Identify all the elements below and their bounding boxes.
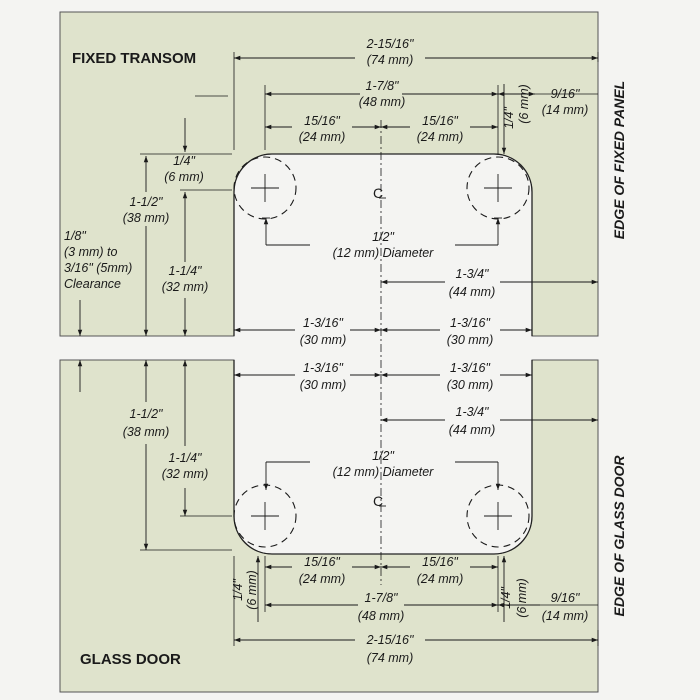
edge-glass-door-label: EDGE OF GLASS DOOR [611, 455, 627, 617]
top-half-left-mm: (24 mm) [299, 130, 346, 144]
hole-bottom-left [233, 484, 297, 548]
bottom-height-in: 1-1/4" [169, 451, 202, 465]
top-bottom-right-mm: (30 mm) [447, 333, 494, 347]
top-half-left-in: 15/16" [304, 114, 340, 128]
top-diameter-in: 1/2" [372, 230, 394, 244]
bottom-height-big-in: 1-1/2" [130, 407, 163, 421]
clearance-line-4: Clearance [64, 277, 121, 291]
bottom-top-left-mm: (30 mm) [300, 378, 347, 392]
bottom-top-right-mm: (30 mm) [447, 378, 494, 392]
top-small-mm: (6 mm) [517, 84, 531, 124]
transom-cutout-outline [233, 153, 533, 336]
bottom-small-left-in: 1/4" [231, 579, 245, 601]
top-edge-dist-mm: (44 mm) [449, 285, 496, 299]
bottom-half-left-mm: (24 mm) [299, 572, 346, 586]
bottom-height-mm: (32 mm) [162, 467, 209, 481]
clearance-line-1: 1/8" [64, 229, 86, 243]
centerline-symbol-top: C [373, 185, 386, 201]
bottom-small-right-mm: (6 mm) [515, 578, 529, 618]
bottom-diameter-mm: (12 mm) Diameter [333, 465, 435, 479]
fixed-transom-title: FIXED TRANSOM [72, 50, 196, 67]
top-bottom-left-in: 1-3/16" [303, 316, 343, 330]
top-bottom-right-in: 1-3/16" [450, 316, 490, 330]
bottom-edge-offset-in: 9/16" [551, 591, 580, 605]
bottom-half-left-in: 15/16" [304, 555, 340, 569]
bottom-span-mm: (48 mm) [358, 609, 405, 623]
bottom-small-right-in: 1/4" [499, 587, 513, 609]
svg-text:C: C [373, 493, 383, 509]
glass-door-title: GLASS DOOR [80, 651, 181, 668]
top-span-in: 1-7/8" [366, 79, 399, 93]
svg-text:C: C [373, 185, 383, 201]
top-dimension-lines [77, 52, 599, 336]
top-overall-mm: (74 mm) [367, 53, 414, 67]
bottom-dimension-lines [77, 360, 599, 646]
bottom-height-big-mm: (38 mm) [123, 425, 170, 439]
top-height-big-mm: (38 mm) [123, 211, 170, 225]
bottom-span-in: 1-7/8" [365, 591, 398, 605]
top-edge-dist-in: 1-3/4" [456, 267, 489, 281]
top-height-mm: (32 mm) [162, 280, 209, 294]
hole-top-right [466, 156, 530, 220]
bottom-edge-dist-in: 1-3/4" [456, 405, 489, 419]
bottom-dimension-labels: 1-3/16" (30 mm) 1-3/16" (30 mm) 1-3/4" (… [123, 361, 589, 665]
bottom-overall-mm: (74 mm) [367, 651, 414, 665]
bottom-half-right-in: 15/16" [422, 555, 458, 569]
bottom-edge-dist-mm: (44 mm) [449, 423, 496, 437]
centerline-symbol-bottom: C [373, 493, 386, 509]
hole-top-left [233, 156, 297, 220]
top-left-small-mm: (6 mm) [164, 170, 204, 184]
top-height-big-in: 1-1/2" [130, 195, 163, 209]
bottom-edge-offset-mm: (14 mm) [542, 609, 589, 623]
door-cutout-outline [233, 360, 533, 555]
bottom-top-right-in: 1-3/16" [450, 361, 490, 375]
top-left-small-in: 1/4" [173, 154, 195, 168]
bottom-overall-in: 2-15/16" [366, 633, 414, 647]
top-edge-offset-mm: (14 mm) [542, 103, 589, 117]
bottom-top-left-in: 1-3/16" [303, 361, 343, 375]
clearance-line-3: 3/16" (5mm) [64, 261, 132, 275]
clearance-line-2: (3 mm) to [64, 245, 118, 259]
top-half-right-mm: (24 mm) [417, 130, 464, 144]
top-height-in: 1-1/4" [169, 264, 202, 278]
top-span-mm: (48 mm) [359, 95, 406, 109]
hole-bottom-right [466, 484, 530, 548]
top-edge-offset-in: 9/16" [551, 87, 580, 101]
bottom-diameter-in: 1/2" [372, 449, 394, 463]
top-small-in: 1/4" [502, 107, 516, 129]
top-bottom-left-mm: (30 mm) [300, 333, 347, 347]
top-dimension-labels: 2-15/16" (74 mm) 1-7/8" (48 mm) 9/16" (1… [64, 37, 588, 347]
top-half-right-in: 15/16" [422, 114, 458, 128]
top-overall-in: 2-15/16" [366, 37, 414, 51]
edge-fixed-panel-label: EDGE OF FIXED PANEL [611, 81, 627, 239]
bottom-half-right-mm: (24 mm) [417, 572, 464, 586]
top-diameter-mm: (12 mm) Diameter [333, 246, 435, 260]
bottom-small-left-mm: (6 mm) [245, 570, 259, 610]
